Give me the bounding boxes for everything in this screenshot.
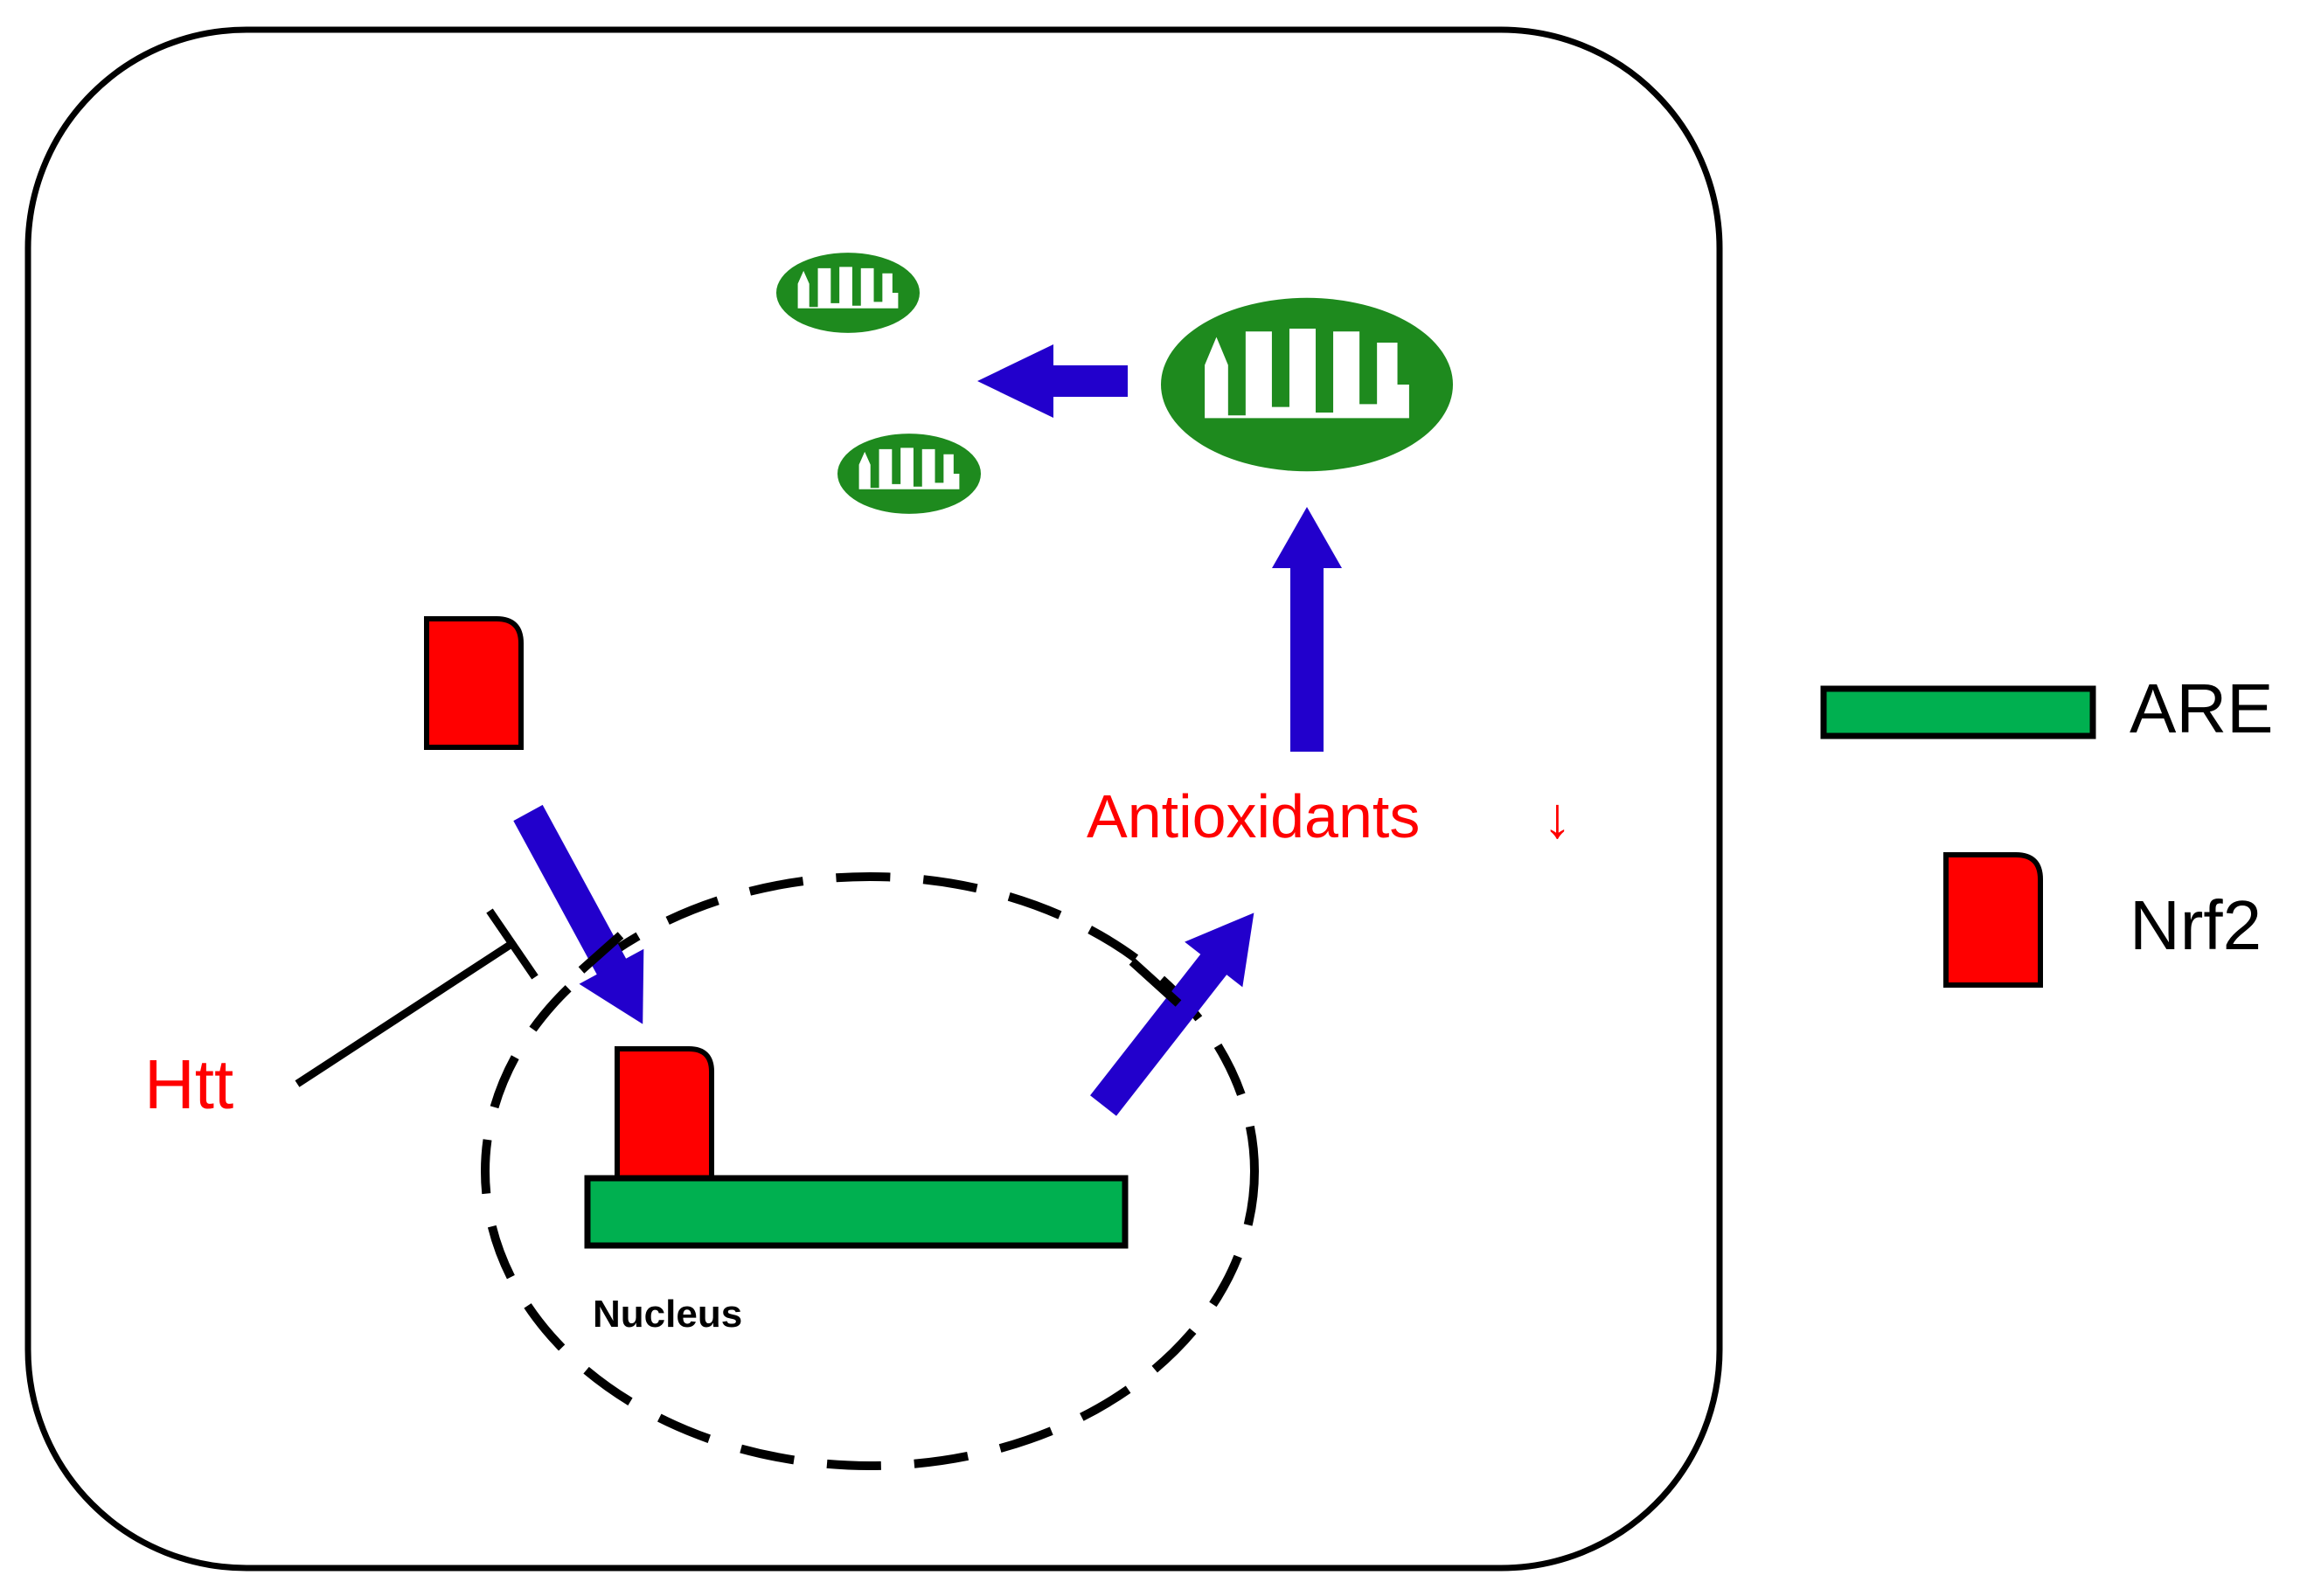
legend-are-swatch xyxy=(1820,685,2096,739)
htt-inhibition xyxy=(295,908,539,1087)
mitochondrion-large-icon xyxy=(1161,297,1453,472)
are-to-antioxidants-arrow xyxy=(1090,912,1254,1116)
legend-are-label: ARE xyxy=(2130,670,2274,747)
legend-nrf2-label: Nrf2 xyxy=(2130,886,2262,964)
nucleus-entry-tick xyxy=(578,932,624,974)
fission-arrow xyxy=(977,344,1128,418)
nrf2-cytoplasmic xyxy=(424,616,524,750)
antioxidants-label: Antioxidants xyxy=(1087,782,1420,850)
mitochondrion-small-bottom-icon xyxy=(837,434,981,514)
antioxidant-to-mito-arrow xyxy=(1272,507,1342,752)
decrease-arrow-label: ↓ xyxy=(1543,785,1572,850)
mitochondrion-small-top-icon xyxy=(776,253,920,333)
nucleus-label: Nucleus xyxy=(593,1293,742,1336)
nucleus-boundary xyxy=(481,872,1259,1470)
nrf2-translocation-arrow xyxy=(513,804,644,1024)
nrf2-nuclear xyxy=(615,1046,714,1181)
legend: ARE Nrf2 xyxy=(1820,670,2274,988)
are-bar xyxy=(584,1175,1129,1249)
antioxidants-text: Antioxidants xyxy=(1087,782,1420,850)
legend-nrf2-swatch xyxy=(1943,852,2043,988)
nucleus-exit-tick xyxy=(1129,958,1182,1007)
htt-label: Htt xyxy=(144,1045,233,1123)
